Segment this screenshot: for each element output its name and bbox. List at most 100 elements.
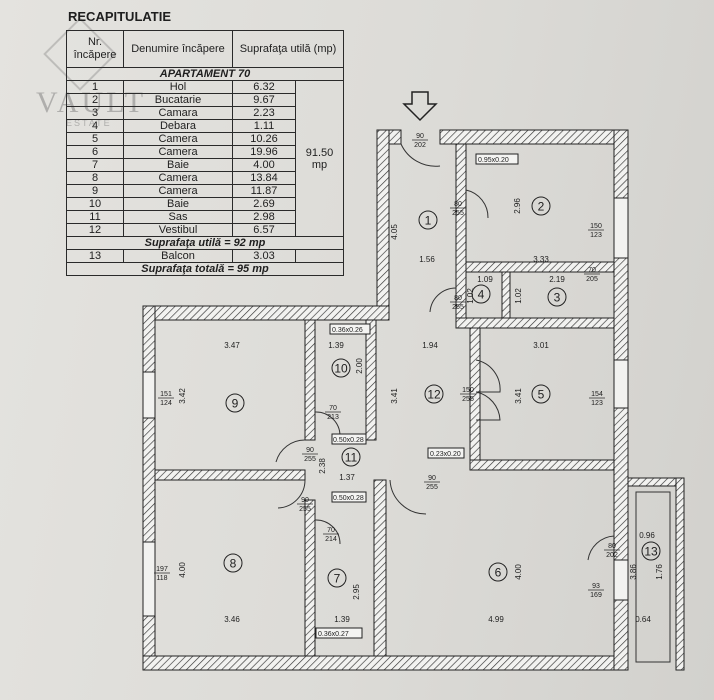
room-number-circle xyxy=(225,393,245,413)
door-sas-1 xyxy=(275,439,306,463)
dimension-label: 1.94 xyxy=(422,341,438,350)
door-room-6 xyxy=(389,479,427,515)
duct-boxes xyxy=(315,153,519,639)
wall-10-left xyxy=(304,319,316,441)
dimension-label: 4.99 xyxy=(488,615,504,624)
opening-height: 255 xyxy=(299,506,311,513)
opening-width: 151 xyxy=(160,391,172,398)
door-sas-2 xyxy=(277,479,306,509)
balcony-inner xyxy=(635,491,671,663)
room-number-circle xyxy=(223,553,243,573)
opening-width: 90 xyxy=(428,475,436,482)
dimension-label: 1.37 xyxy=(339,473,355,482)
door-vestibul-2 xyxy=(475,391,501,421)
dimension-label: 3.33 xyxy=(533,255,549,264)
duct-k2 xyxy=(329,323,371,335)
opening-width: 90 xyxy=(416,133,424,140)
duct-labels: 0.95x0.20 0.36x0.26 0.50x0.28 0.23x0.20 … xyxy=(318,157,509,638)
wall-7-right xyxy=(373,479,387,657)
opening-height: 255 xyxy=(452,210,464,217)
room-number-circle xyxy=(471,284,491,304)
duct-label: 0.50x0.28 xyxy=(333,437,364,444)
door-bath-7 xyxy=(314,519,341,545)
opening-width: 90 xyxy=(301,497,309,504)
room-number: 2 xyxy=(538,200,545,214)
opening-height: 124 xyxy=(160,400,172,407)
room-number-circle xyxy=(641,541,661,561)
wall-10-right xyxy=(365,319,377,441)
opening-height: 255 xyxy=(304,456,316,463)
entry-arrow-icon xyxy=(402,91,438,122)
room-number: 1 xyxy=(425,214,432,228)
dimension-label: 2.00 xyxy=(355,358,364,374)
room-number-circle xyxy=(331,358,351,378)
recap-cell-name: Bucatarie xyxy=(123,93,233,107)
dimension-label: 2.19 xyxy=(549,275,565,284)
window-room-6 xyxy=(613,559,629,601)
room-number-circle xyxy=(327,568,347,588)
opening-height: 202 xyxy=(606,552,618,559)
dimension-label: 1.39 xyxy=(328,341,344,350)
opening-width: 93 xyxy=(592,583,600,590)
dimension-label: 1.76 xyxy=(655,564,664,580)
duct-k3 xyxy=(331,433,367,445)
room-number-circle xyxy=(424,384,444,404)
room-number: 4 xyxy=(478,288,485,302)
opening-height: 255 xyxy=(426,484,438,491)
dimension-label: 1.02 xyxy=(514,288,523,304)
duct-label: 0.50x0.28 xyxy=(333,495,364,502)
window-room-5 xyxy=(613,359,629,409)
door-swings xyxy=(275,143,615,561)
windows xyxy=(142,197,629,617)
wall-hol-left xyxy=(376,129,390,321)
dimension-label: 3.01 xyxy=(533,341,549,350)
wall-9-8 xyxy=(154,469,306,481)
room-number-circle xyxy=(547,287,567,307)
opening-width: 197 xyxy=(156,566,168,573)
dimension-label: 3.41 xyxy=(390,388,399,404)
recap-cell-name: Camara xyxy=(123,106,233,120)
recap-cell-nr: 13 xyxy=(66,249,124,263)
recap-table: Nr. încăpere Denumire încăpere Suprafaţa… xyxy=(66,30,344,276)
recap-cell-nr: 12 xyxy=(66,223,124,237)
duct-label: 0.36x0.26 xyxy=(332,327,363,334)
dimension-label: 2.38 xyxy=(318,458,327,474)
wall-5-top xyxy=(455,317,615,329)
wall-7-left xyxy=(304,499,316,657)
balcony-right xyxy=(675,477,685,671)
room-number: 13 xyxy=(644,545,658,559)
opening-height: 118 xyxy=(156,575,167,582)
opening-width: 80 xyxy=(454,201,462,208)
duct-label: 0.23x0.20 xyxy=(430,451,461,458)
opening-height: 205 xyxy=(586,276,598,283)
room-number-circle xyxy=(531,384,551,404)
dimension-label: 3.86 xyxy=(629,564,638,580)
opening-height: 213 xyxy=(327,414,339,421)
opening-height: 169 xyxy=(590,592,602,599)
room-number: 12 xyxy=(427,388,441,402)
opening-height: 255 xyxy=(462,396,474,403)
dimension-label: 4.05 xyxy=(390,224,399,240)
recap-total-row: Suprafaţa totală = 95 mp xyxy=(66,262,344,276)
recap-header-area: Suprafaţa utilă (mp) xyxy=(232,30,344,68)
dimension-label: 1.02 xyxy=(466,288,475,304)
door-debara xyxy=(429,287,457,313)
wall-4-3 xyxy=(501,271,511,319)
exterior-walls xyxy=(142,129,685,671)
opening-width: 150 xyxy=(462,387,474,394)
recap-title: RECAPITULATIE xyxy=(68,9,172,24)
room-number: 8 xyxy=(230,557,237,571)
dimension-label: 2.96 xyxy=(513,198,522,214)
duct-k4 xyxy=(427,447,465,459)
recap-cell-name: Camera xyxy=(123,184,233,198)
recap-header-nr: Nr. încăpere xyxy=(66,30,124,68)
recap-cell-area: 2.23 xyxy=(232,106,296,120)
recap-cell-area: 10.26 xyxy=(232,132,296,146)
